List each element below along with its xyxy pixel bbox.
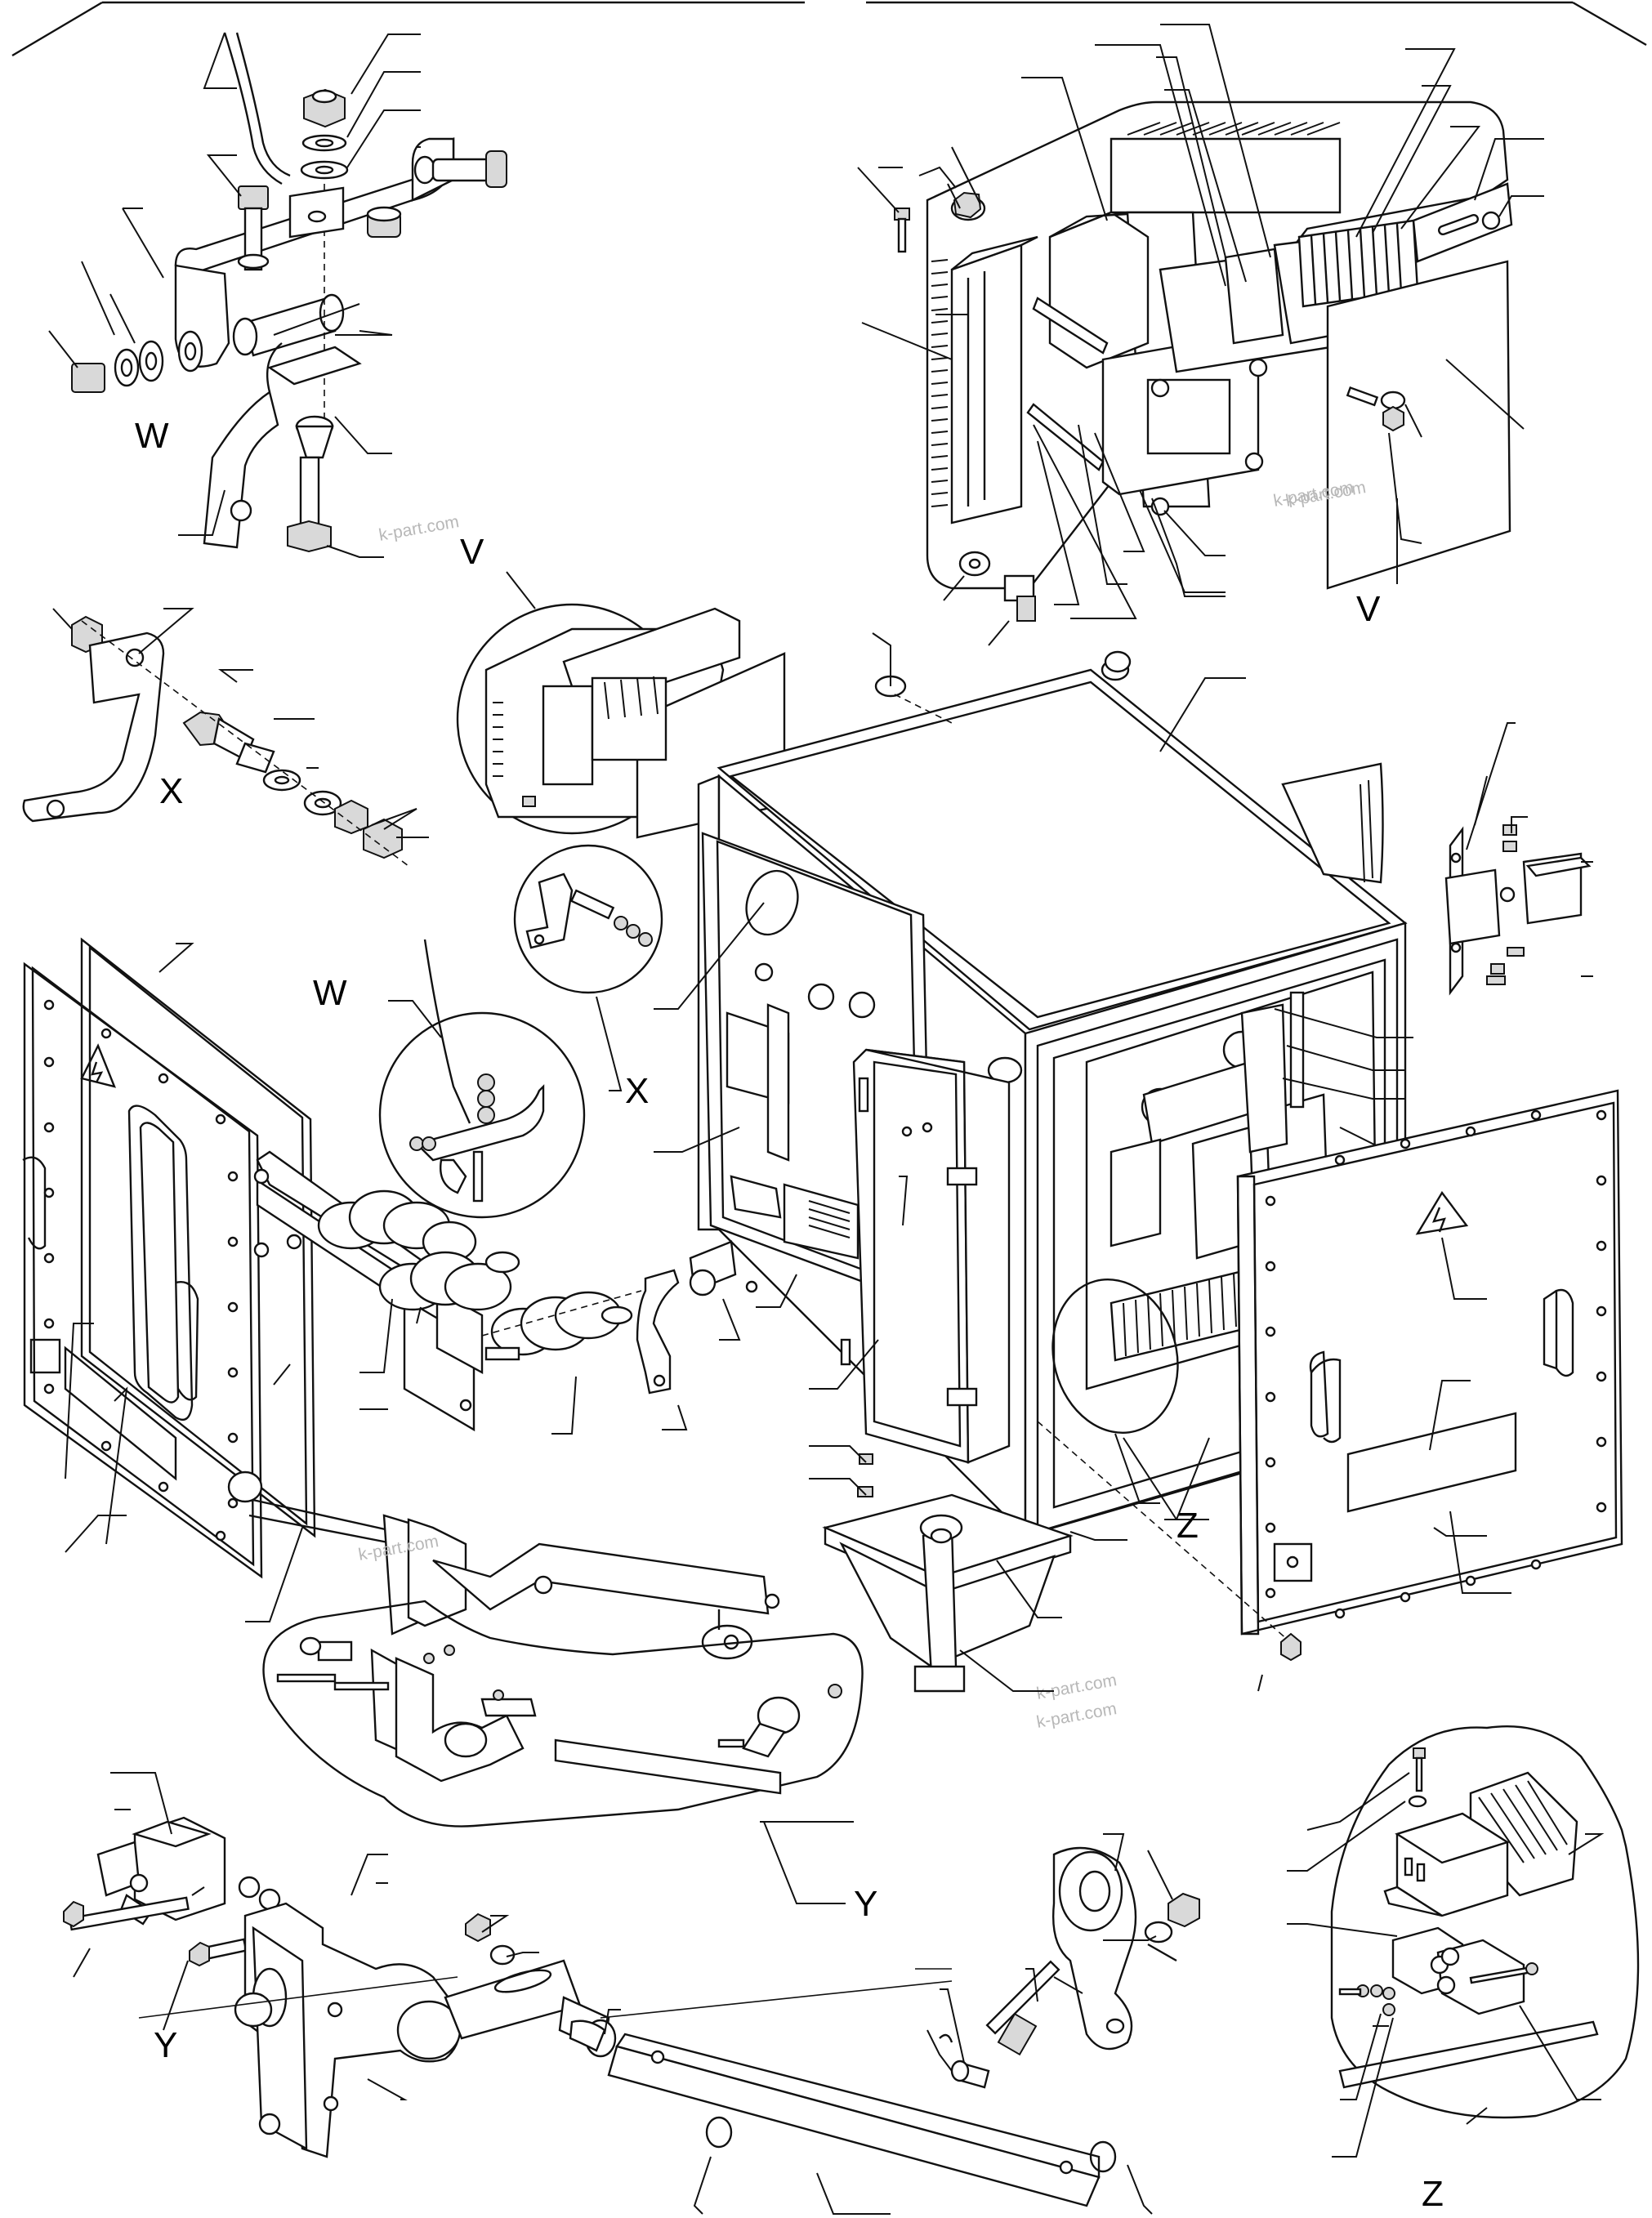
left-door-leaders	[65, 943, 303, 1622]
view-label-v-top: V	[1356, 589, 1381, 629]
view-label-x-left: X	[159, 771, 183, 811]
insulator-3	[484, 1291, 633, 1361]
detail-w-leaders	[48, 32, 421, 558]
front-door-panel	[1236, 1089, 1623, 1636]
insulator-2	[378, 1251, 520, 1311]
top-frame-lines	[11, 1, 1647, 57]
detail-w-assembly	[71, 32, 507, 553]
detail-y-leaders	[73, 1772, 1173, 2215]
front-door-leaders	[1037, 1237, 1511, 1692]
detail-z-assembly	[1330, 1725, 1640, 2119]
insulator-1	[317, 1189, 477, 1263]
operating-mechanism-main	[227, 1470, 780, 1660]
view-label-z-callout: Z	[1176, 1506, 1199, 1546]
base-drain	[822, 1453, 1074, 1693]
detail-v-assembly	[894, 100, 1513, 622]
callout-blob-y	[262, 1600, 864, 1828]
detail-x-assembly	[22, 615, 409, 867]
detail-v-leaders	[857, 24, 1544, 646]
vent-slots-left	[931, 259, 949, 507]
view-label-x-callout: X	[625, 1071, 649, 1111]
detail-z-leaders	[1287, 1772, 1605, 2158]
detail-x-leaders	[52, 608, 429, 838]
left-door-panel	[22, 937, 316, 1579]
watermark-text: k-part.com	[377, 512, 461, 545]
vent-slots-top	[1127, 122, 1341, 136]
door-screw	[1280, 1632, 1302, 1662]
detail-y-assembly	[63, 1816, 1200, 2207]
terminal-block-stack	[1297, 219, 1419, 308]
base-leaders	[809, 1445, 1127, 1692]
side-fan-assembly	[1444, 824, 1592, 996]
callout-circle-x	[513, 844, 663, 994]
view-label-z-bottom: Z	[1422, 2174, 1444, 2214]
watermark-text: k-part.com	[1035, 1671, 1118, 1703]
view-label-y-bottom: Y	[154, 2025, 177, 2065]
insulator-assembly	[253, 1150, 758, 1432]
insulator-leaders	[273, 1298, 741, 1435]
view-label-y-callout: Y	[854, 1884, 877, 1924]
view-label-v-callout: V	[460, 532, 484, 572]
callout-circle-v	[456, 603, 786, 839]
side-fan-leaders	[1466, 722, 1593, 977]
watermark-text: k-part.com	[1035, 1699, 1118, 1732]
lightning-bolt-warning-icon	[1415, 1190, 1469, 1235]
callout-circle-w	[378, 939, 586, 1219]
view-label-w-callout: W	[313, 973, 347, 1013]
view-label-w-top: W	[135, 416, 169, 456]
